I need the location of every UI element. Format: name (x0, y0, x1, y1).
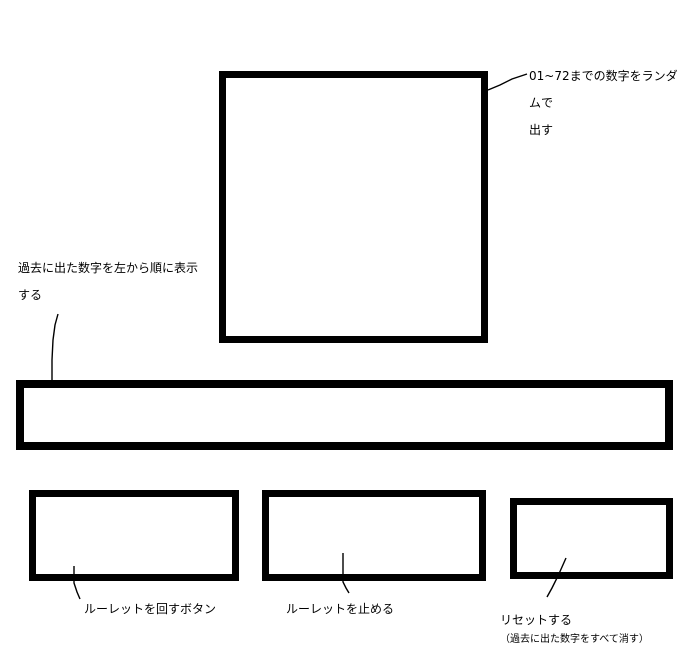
wireframe-canvas: 01~72までの数字をランダムで 出す 過去に出た数字を左から順に表示 する ル… (16, 69, 678, 645)
annotation-reset-sub: （過去に出た数字をすべて消す） (500, 634, 649, 645)
random-number-display-box (219, 71, 488, 343)
history-strip-box (16, 380, 673, 450)
stop-roulette-button[interactable] (262, 490, 486, 581)
annotation-random-number-display: 01~72までの数字をランダムで 出す (529, 69, 678, 137)
annotation-spin-button: ルーレットを回すボタン (84, 602, 217, 616)
leader-line-history (51, 313, 59, 380)
leader-line-display (487, 73, 528, 91)
annotation-history-strip: 過去に出た数字を左から順に表示 する (18, 261, 199, 302)
reset-button[interactable] (510, 498, 673, 579)
spin-roulette-button[interactable] (29, 490, 239, 581)
annotation-reset-button: リセットする （過去に出た数字をすべて消す） (500, 590, 688, 670)
annotation-reset-main: リセットする (500, 613, 573, 627)
annotation-stop-button: ルーレットを止める (286, 602, 395, 616)
